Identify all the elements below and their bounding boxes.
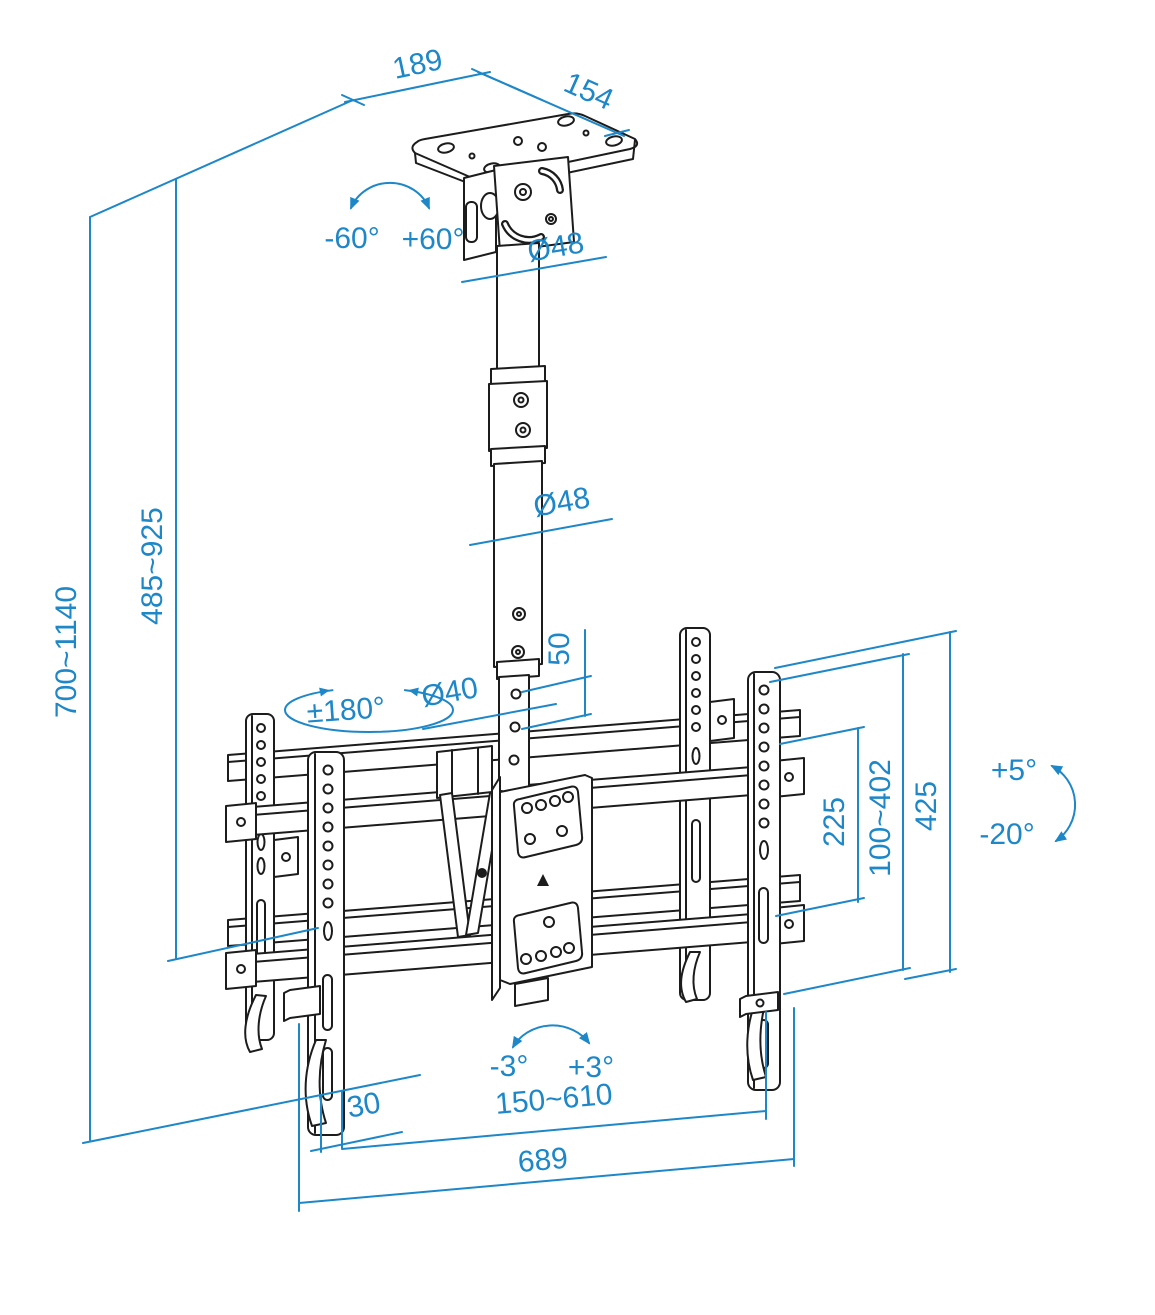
dim-hole-spacing: 50: [521, 629, 592, 730]
inner-pole-dia-label: Ø40: [419, 671, 481, 713]
rail-clamp-block: [436, 745, 493, 799]
rotation-arrowhead: [319, 687, 330, 697]
up-marker: [537, 874, 549, 886]
dim-upper-pole-diameter: Ø48: [461, 226, 607, 283]
bracket-hook: [244, 994, 267, 1053]
dim-inner-pole-diameter: Ø40: [419, 671, 557, 730]
vesa-plate: [491, 774, 593, 1007]
vesa-height-range-label: 100~402: [864, 759, 897, 877]
tv-bracket-front-left: [283, 751, 345, 1136]
bracket-offset-label: 30: [344, 1086, 383, 1124]
hole-spacing-label: 50: [543, 632, 576, 665]
rotation-arrowhead: [408, 687, 419, 697]
plate-slot-hole: [605, 135, 623, 147]
dim-top-depth-label: 154: [559, 66, 618, 117]
dim-bracket-height: 425: [774, 630, 957, 980]
spacer-block: [283, 985, 321, 1022]
plate-slot-hole: [437, 142, 455, 154]
rotation-angle: ±180°: [284, 687, 454, 733]
bracket-hole-spacing-label: 225: [818, 797, 851, 847]
plate-slot-hole: [557, 115, 575, 127]
level-left-label: -3°: [490, 1050, 529, 1083]
dim-top-width-label: 189: [390, 43, 446, 86]
telescopic-pole: [488, 242, 548, 795]
dim-drop-height: 485~925: [136, 178, 319, 962]
bracket-height-label: 425: [910, 781, 943, 831]
dim-bracket-hole-spacing: 225: [775, 726, 865, 917]
pole-clamp: [488, 380, 548, 452]
tilt-angle: +5° -20°: [979, 754, 1077, 851]
ceiling-to-bottom-label: 700~1140: [50, 586, 83, 718]
hinge-assembly: [463, 156, 575, 261]
tv-width-range-label: 150~610: [494, 1078, 614, 1121]
dimensions: 189 154 -60° +60° Ø48 Ø48 Ø40: [50, 43, 1077, 1212]
level-angle: -3° +3°: [490, 1024, 614, 1084]
swivel-angle: -60° +60°: [324, 181, 465, 256]
bracket-hook: [680, 951, 701, 1003]
bracket-hook: [746, 999, 767, 1081]
dim-overall-width: 689: [298, 1007, 795, 1212]
tilt-down-label: -20°: [979, 818, 1034, 851]
dim-bracket-offset: 30: [310, 1086, 403, 1153]
pole-mid-tube: [493, 460, 543, 668]
dim-ceiling-to-bottom: 700~1140: [50, 216, 421, 1144]
swivel-left-label: -60°: [324, 222, 379, 255]
dim-vesa-height-range: 100~402: [769, 653, 911, 995]
overall-width-label: 689: [516, 1142, 569, 1179]
tilt-up-label: +5°: [991, 754, 1037, 787]
dim-tv-width-range: 150~610: [341, 1011, 767, 1150]
rotation-label: ±180°: [306, 691, 387, 729]
swivel-right-label: +60°: [402, 223, 465, 256]
level-right-label: +3°: [568, 1051, 614, 1084]
drop-height-label: 485~925: [136, 507, 169, 625]
